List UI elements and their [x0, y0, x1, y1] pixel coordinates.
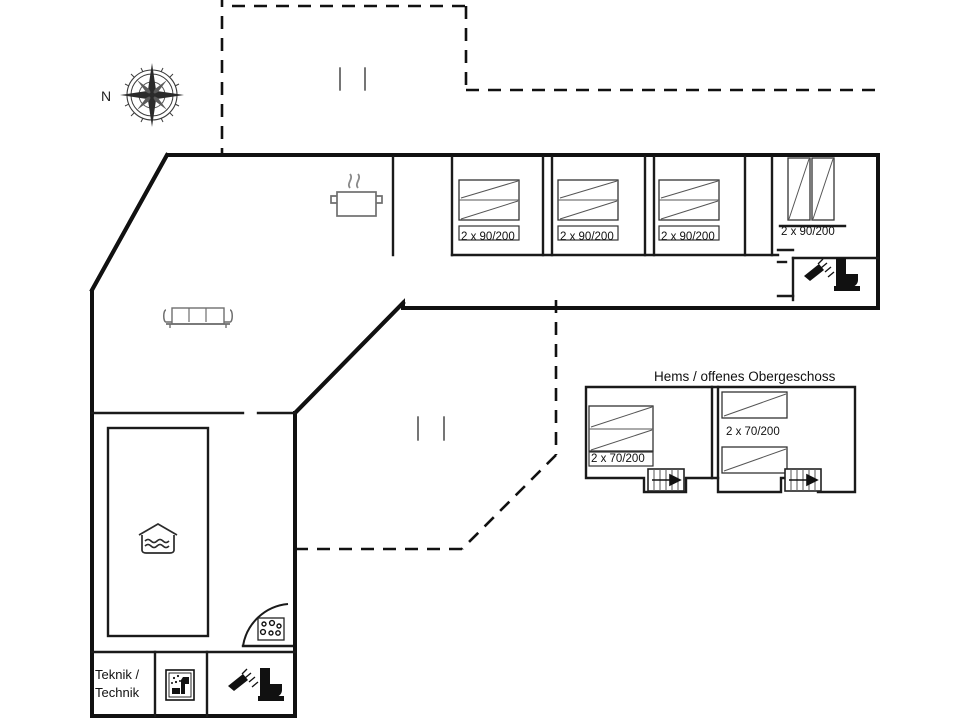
swimming-pool-icon — [138, 523, 178, 554]
upper-bed-label-1: 2 x 70/200 — [591, 453, 645, 465]
bed-group-2 — [557, 179, 619, 241]
upper-floor-block — [584, 385, 857, 494]
sofa-icon — [163, 307, 233, 328]
bed-label-1: 2 x 90/200 — [461, 231, 515, 243]
bed-label-3: 2 x 90/200 — [661, 231, 715, 243]
stairs-right — [784, 468, 822, 492]
shower-toilet-icon-bottom — [228, 668, 284, 701]
bedroom-band — [450, 155, 880, 302]
stairs-left — [647, 468, 685, 492]
bed-group-3 — [658, 179, 720, 241]
lower-wing-walls — [90, 411, 297, 718]
dashed-outline-terrace — [220, 0, 884, 157]
upper-bed-label-2: 2 x 70/200 — [726, 426, 780, 438]
bed-label-2: 2 x 90/200 — [560, 231, 614, 243]
compass-label-north: N — [101, 88, 111, 104]
technik-label-line2: Technik — [95, 685, 140, 700]
technik-label-line1: Teknik / — [95, 667, 139, 682]
upper-floor-title: Hems / offenes Obergeschoss — [654, 369, 836, 384]
bed-group-4 — [778, 157, 847, 228]
pool-room — [106, 426, 210, 638]
bed-group-1 — [458, 179, 520, 241]
interior-partitions — [90, 155, 395, 718]
dashed-outline-upper-floor — [296, 300, 558, 551]
bed-label-4: 2 x 90/200 — [781, 226, 835, 238]
sauna-icon — [165, 669, 195, 701]
opening-marks — [339, 67, 445, 441]
building-outline — [89, 152, 880, 718]
compass-rose-icon — [120, 63, 184, 127]
cooking-pot-icon — [330, 173, 383, 217]
whirlpool-corner — [241, 603, 294, 648]
shower-toilet-icon-topright — [804, 258, 860, 291]
